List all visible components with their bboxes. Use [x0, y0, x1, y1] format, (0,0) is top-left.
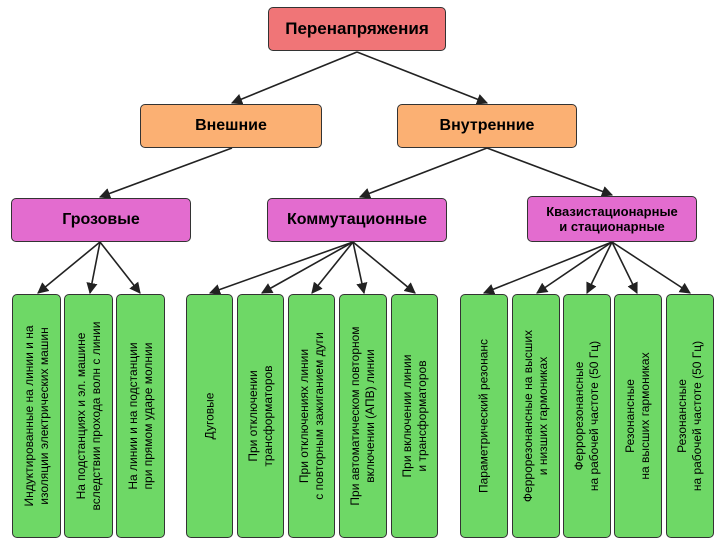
leaf-text: При отключениях линии с повторным зажига… [296, 332, 326, 500]
arrow-root-external [230, 51, 358, 105]
root-node: Перенапряжения [268, 7, 446, 51]
arrow-quasi-leaf-3 [586, 241, 613, 295]
root-label: Перенапряжения [285, 19, 429, 38]
internal-label: Внутренние [439, 117, 535, 134]
lightning-node: Грозовые [11, 198, 191, 242]
arrow-internal-quasi [486, 147, 614, 197]
leaf-text: Резонансные на высших гармониках [623, 352, 652, 480]
quasi-label: Квазистационарные и стационарные [546, 204, 678, 234]
leaf-lightning-3: На линии и на подстанции при прямом удар… [116, 294, 165, 538]
arrow-root-internal [356, 51, 489, 105]
leaf-text: Параметрический резонанс [476, 339, 491, 494]
arrow-quasi-leaf-4 [611, 241, 638, 295]
quasi-node: Квазистационарные и стационарные [527, 196, 697, 242]
arrow-quasi-leaf-5 [611, 241, 691, 294]
arrow-switching-leaf-5 [352, 241, 416, 294]
leaf-switching-1: Дуговые [186, 294, 233, 538]
lightning-label: Грозовые [62, 211, 140, 228]
arrow-external-lightning [98, 147, 233, 199]
arrow-switching-leaf-4 [352, 241, 368, 295]
switching-label: Коммутационные [287, 211, 427, 228]
arrow-internal-switching [358, 147, 488, 199]
switching-node: Коммутационные [267, 198, 447, 242]
leaf-text: При автоматическом повторном включении (… [348, 326, 377, 506]
leaf-text: При включении линии и трансформаторов [399, 354, 429, 478]
arrow-quasi-leaf-1 [482, 241, 613, 295]
arrow-switching-leaf-1 [208, 241, 354, 295]
leaf-text: На подстанциях и эл. машине вследствии п… [73, 321, 103, 511]
internal-node: Внутренние [397, 104, 577, 148]
leaf-quasi-5: Резонансные на рабочей частоте (50 Гц) [666, 294, 714, 538]
leaf-text: Дуговые [202, 392, 216, 440]
leaf-text: Индуктированные на линии и на изоляции э… [21, 325, 51, 507]
leaf-lightning-2: На подстанциях и эл. машине вследствии п… [64, 294, 113, 538]
arrow-lightning-leaf-2 [86, 241, 101, 295]
external-label: Внешние [195, 117, 267, 134]
arrow-lightning-leaf-3 [99, 241, 141, 294]
arrow-switching-leaf-2 [261, 241, 354, 294]
leaf-quasi-2: Феррорезонансные на высших и низших гарм… [512, 294, 560, 538]
leaf-text: При отключении трансформаторов [245, 365, 275, 467]
leaf-text: Резонансные на рабочей частоте (50 Гц) [675, 340, 704, 492]
leaf-quasi-1: Параметрический резонанс [460, 294, 508, 538]
leaf-switching-3: При отключениях линии с повторным зажига… [288, 294, 335, 538]
leaf-text: Феррорезонансные на рабочей частоте (50 … [572, 340, 601, 492]
leaf-lightning-1: Индуктированные на линии и на изоляции э… [12, 294, 61, 538]
arrow-lightning-leaf-1 [37, 241, 101, 294]
leaf-text: Феррорезонансные на высших и низших гарм… [521, 329, 550, 503]
leaf-switching-4: При автоматическом повторном включении (… [339, 294, 387, 538]
leaf-quasi-3: Феррорезонансные на рабочей частоте (50 … [563, 294, 611, 538]
arrow-quasi-leaf-2 [536, 241, 613, 294]
leaf-text: На линии и на подстанции при прямом удар… [125, 342, 155, 490]
external-node: Внешние [140, 104, 322, 148]
leaf-quasi-4: Резонансные на высших гармониках [614, 294, 662, 538]
leaf-switching-2: При отключении трансформаторов [237, 294, 284, 538]
arrow-switching-leaf-3 [311, 241, 354, 294]
leaf-switching-5: При включении линии и трансформаторов [391, 294, 438, 538]
